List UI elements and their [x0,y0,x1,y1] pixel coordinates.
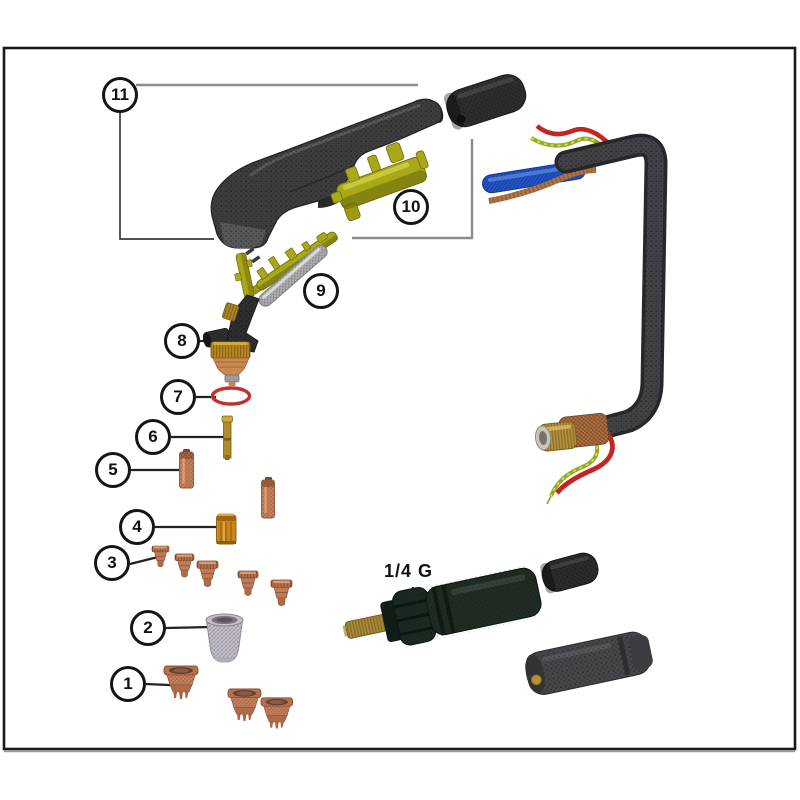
wire-red-bottom [555,424,615,495]
pin-fragment-a [245,247,255,256]
trigger-pin [234,252,255,299]
tip-2 [174,553,195,578]
callout-8-number: 8 [177,331,187,350]
tip-3 [196,560,219,588]
callout-2: 2 [130,610,166,646]
retaining-cap [205,613,244,663]
brass-stem [221,415,233,460]
callout-3-number: 3 [107,553,117,572]
leader-11-bracket [119,113,214,240]
wire-copper-braid [488,167,597,204]
leader-10-bracket [352,139,474,240]
head-tip [224,374,240,383]
shield-cup-2 [227,687,262,722]
cable-assembly [482,124,668,505]
cable-sheath [554,133,668,441]
swirl-ring [216,513,237,545]
callout-1: 1 [110,666,146,702]
callout-6-number: 6 [148,427,158,446]
electrode [179,449,194,489]
o-ring [210,386,252,406]
trigger-assembly [330,142,429,222]
frame-border [2,46,797,753]
head-brass-collar [221,302,240,322]
wire-red-top [535,124,613,148]
cable-sheath-texture [557,136,666,438]
wire-green-yellow-bottom-stripe [550,433,599,497]
callout-4: 4 [119,509,155,545]
callout-2-number: 2 [143,618,153,637]
callout-11-number: 11 [111,85,129,104]
electrode-2 [261,477,275,519]
tip-set [151,545,293,607]
callout-1-number: 1 [123,674,133,693]
callout-8: 8 [164,323,200,359]
callout-9: 9 [303,273,339,309]
pin-fragment-b [251,255,261,264]
knurled-cap [540,552,599,594]
callout-11: 11 [102,77,138,113]
callout-7: 7 [160,379,196,415]
shield-cup-set [163,665,294,730]
machine-side-connector [525,631,653,695]
central-connector [342,565,542,646]
callout-6: 6 [135,419,171,455]
callout-10: 10 [393,189,429,225]
tip-5 [270,579,293,607]
callout-5-number: 5 [108,460,118,479]
tip-4 [237,570,259,596]
handle-rear-cap [443,74,527,130]
leader-2 [165,625,212,630]
callout-10-number: 10 [401,197,421,216]
wire-tip [546,495,552,505]
callout-3: 3 [94,545,130,581]
shield-cup-3 [260,696,294,730]
handle-texture [211,99,442,248]
cap-hole [456,114,466,124]
shield-cup-1 [163,665,199,700]
connector-contact-dot [530,674,542,686]
callout-5: 5 [95,452,131,488]
callout-4-number: 4 [132,517,142,536]
thread-size-label: 1/4 G [384,561,434,581]
torch-head [202,294,260,386]
spring-bar [258,244,328,307]
callout-9-number: 9 [316,281,326,300]
tip-1 [151,545,170,568]
brass-fitting [534,421,578,452]
callout-7-number: 7 [173,387,183,406]
leader-3 [129,555,159,566]
